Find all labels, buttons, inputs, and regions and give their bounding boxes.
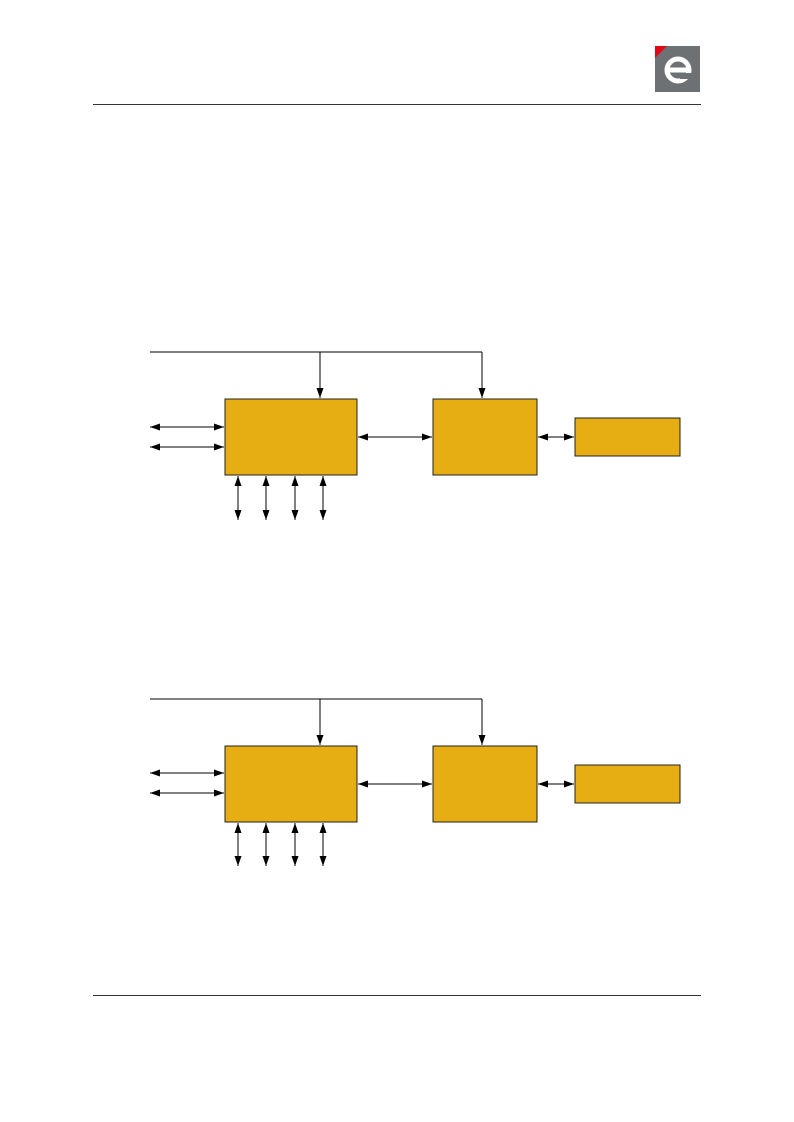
block-diagram-2 (150, 698, 681, 866)
controller-block (224, 745, 358, 823)
module-block (432, 398, 538, 476)
e-logo-icon (655, 46, 700, 92)
peripheral-block (574, 764, 681, 804)
controller-block (224, 398, 358, 476)
header-rule (93, 104, 701, 105)
supply-bus (150, 698, 486, 745)
module-block (432, 745, 538, 823)
block-diagram-1 (150, 351, 681, 520)
supply-bus (150, 351, 486, 398)
footer-rule (93, 995, 701, 996)
peripheral-block (574, 417, 681, 457)
